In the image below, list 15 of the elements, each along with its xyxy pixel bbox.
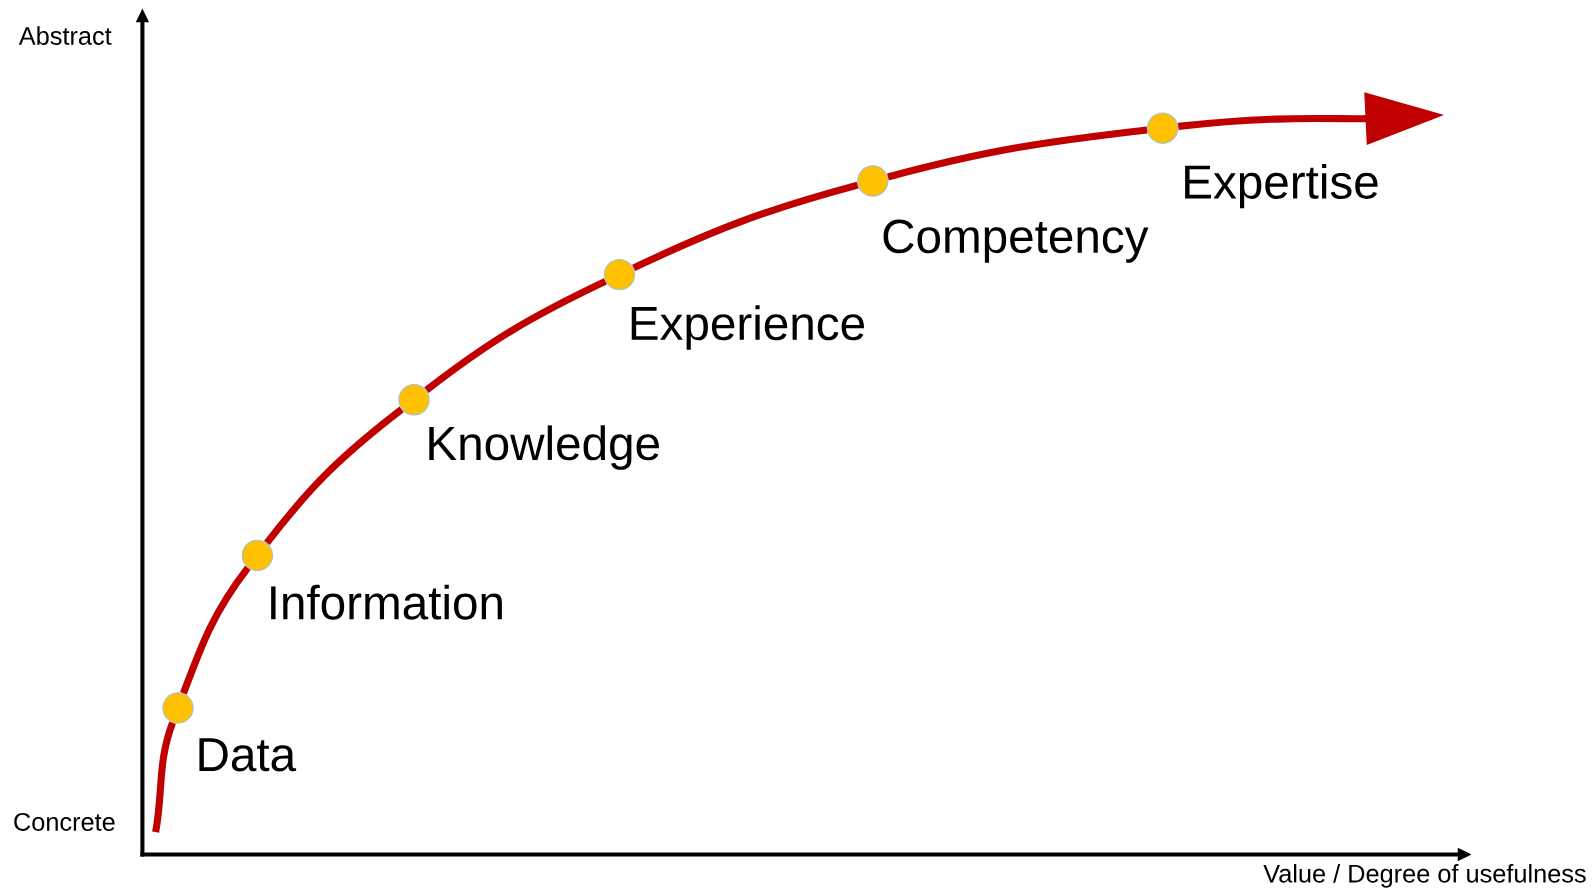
point-marker — [241, 539, 274, 572]
point-marker — [603, 258, 636, 291]
point-label: Data — [199, 738, 297, 772]
point-label: Competency — [883, 219, 1149, 263]
point-marker — [857, 165, 889, 197]
point-label: Expertise — [1185, 163, 1378, 209]
axis-label: Value / Degree of usefulness — [1263, 864, 1586, 888]
point-marker — [1147, 112, 1179, 144]
point-label: Experience — [631, 305, 864, 350]
point-label: Knowledge — [429, 425, 659, 470]
point-label: Information — [271, 584, 502, 620]
point-marker — [398, 384, 430, 416]
axis-label: Concrete — [14, 812, 115, 831]
point-marker — [162, 692, 194, 724]
axis-label: Abstract — [18, 26, 112, 45]
